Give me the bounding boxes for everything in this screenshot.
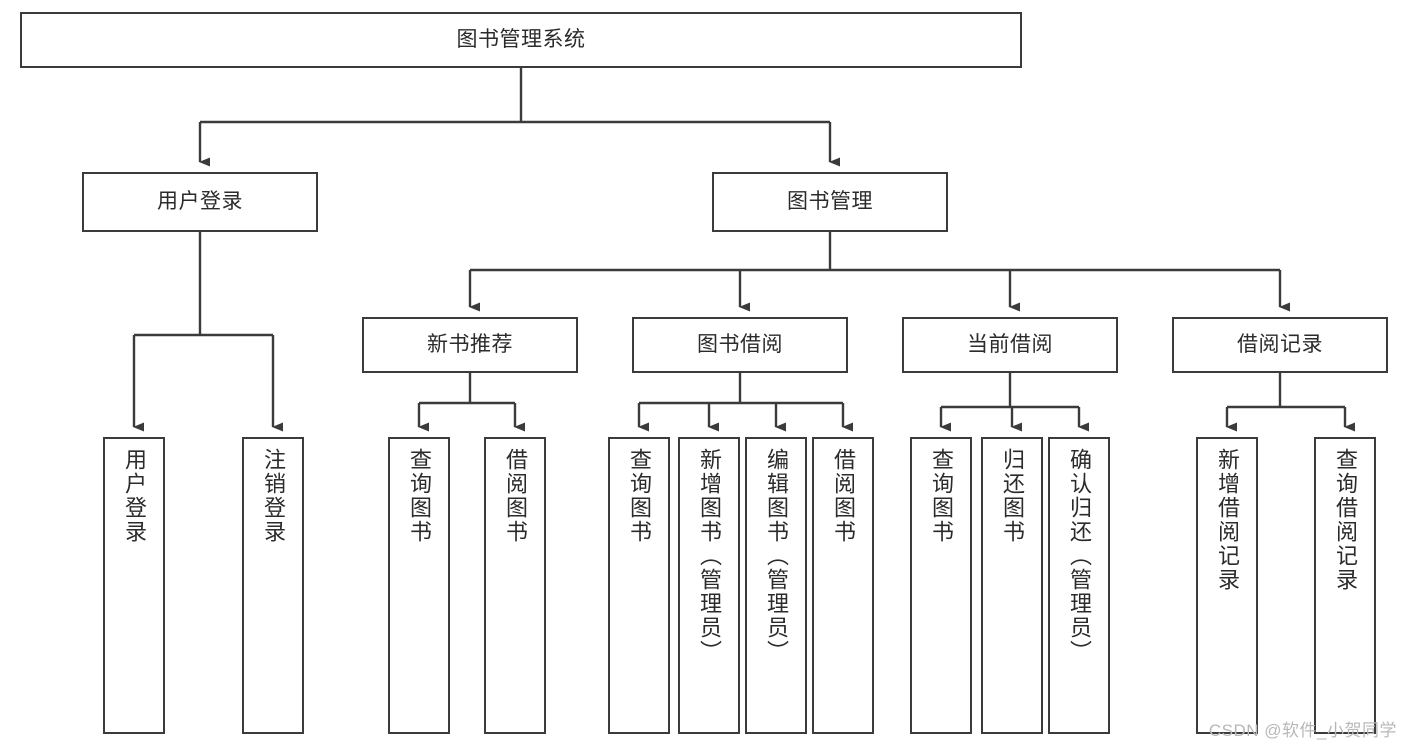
- node-label: 图书管理系统: [456, 27, 586, 51]
- node-label: 借阅图书: [503, 448, 528, 544]
- node-bookmgmt[interactable]: 图书管理: [712, 172, 948, 232]
- node-records[interactable]: 借阅记录: [1172, 317, 1388, 373]
- node-label: 新增借阅记录: [1215, 448, 1240, 592]
- node-label: 图书借阅: [697, 332, 783, 356]
- node-label: 查询图书: [407, 448, 432, 544]
- node-root[interactable]: 图书管理系统: [20, 12, 1022, 68]
- node-leaf-8[interactable]: 借阅图书: [812, 437, 874, 734]
- node-borrow[interactable]: 图书借阅: [632, 317, 848, 373]
- node-current[interactable]: 当前借阅: [902, 317, 1118, 373]
- node-label: 新增图书（管理员）: [697, 448, 722, 664]
- node-leaf-6[interactable]: 新增图书（管理员）: [678, 437, 740, 734]
- node-label: 查询借阅记录: [1333, 448, 1358, 592]
- node-leaf-7[interactable]: 编辑图书（管理员）: [745, 437, 807, 734]
- node-label: 归还图书: [1000, 448, 1025, 544]
- node-label: 查询图书: [929, 448, 954, 544]
- node-label: 图书管理: [787, 189, 873, 213]
- node-login[interactable]: 用户登录: [82, 172, 318, 232]
- node-label: 当前借阅: [967, 332, 1053, 356]
- node-leaf-11[interactable]: 确认归还（管理员）: [1048, 437, 1110, 734]
- node-label: 用户登录: [122, 448, 147, 544]
- node-leaf-12[interactable]: 新增借阅记录: [1196, 437, 1258, 734]
- node-label: 用户登录: [157, 189, 243, 213]
- node-leaf-3[interactable]: 查询图书: [388, 437, 450, 734]
- node-leaf-2[interactable]: 注销登录: [242, 437, 304, 734]
- node-label: 借阅记录: [1237, 332, 1323, 356]
- node-label: 借阅图书: [831, 448, 856, 544]
- edge-paths: [132, 68, 1355, 432]
- node-label: 查询图书: [627, 448, 652, 544]
- node-leaf-4[interactable]: 借阅图书: [484, 437, 546, 734]
- node-label: 注销登录: [261, 448, 286, 544]
- node-label: 确认归还（管理员）: [1067, 448, 1092, 664]
- node-newbook[interactable]: 新书推荐: [362, 317, 578, 373]
- node-label: 编辑图书（管理员）: [764, 448, 789, 664]
- node-label: 新书推荐: [427, 332, 513, 356]
- node-leaf-10[interactable]: 归还图书: [981, 437, 1043, 734]
- node-leaf-5[interactable]: 查询图书: [608, 437, 670, 734]
- node-leaf-9[interactable]: 查询图书: [910, 437, 972, 734]
- node-leaf-13[interactable]: 查询借阅记录: [1314, 437, 1376, 734]
- node-leaf-1[interactable]: 用户登录: [103, 437, 165, 734]
